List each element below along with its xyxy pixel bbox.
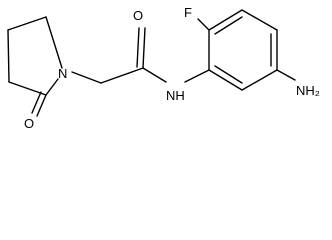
- amide-oxygen-label: O: [133, 8, 143, 23]
- fluorine-label: F: [184, 5, 192, 20]
- structure-canvas: F O NH N O NH₂: [7, 5, 320, 131]
- lactam-oxygen-label: O: [24, 116, 34, 131]
- pyrrolidinone-ring: [7, 16, 63, 117]
- amide-nitrogen-label: NH: [166, 88, 185, 103]
- ring-nitrogen-label: N: [58, 66, 67, 81]
- amine-label: NH₂: [296, 83, 320, 98]
- benzene-ring: [197, 9, 296, 91]
- acetamide-linker: [71, 27, 210, 84]
